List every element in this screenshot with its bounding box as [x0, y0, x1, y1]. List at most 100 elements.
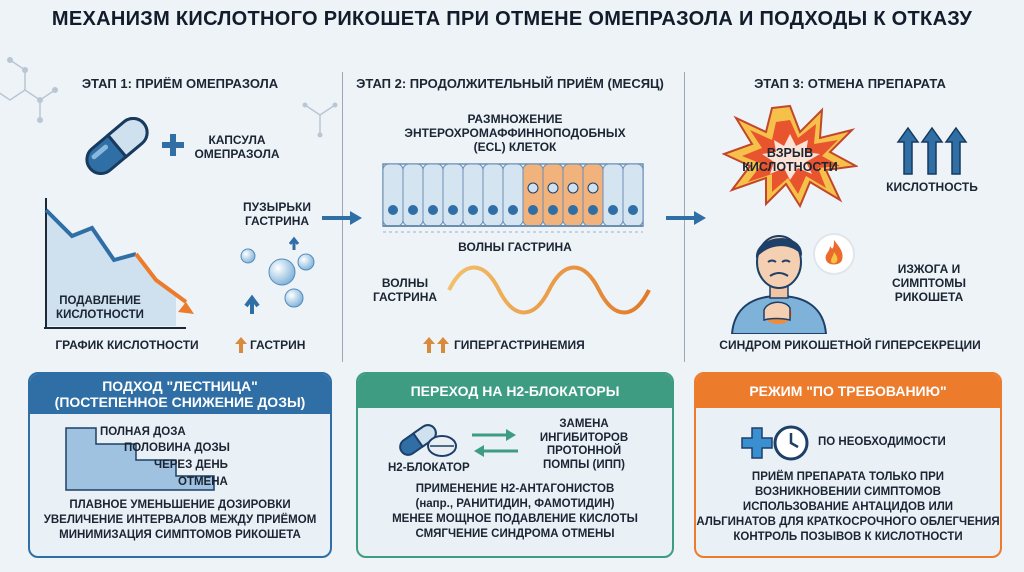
h2-blockers-card: ПЕРЕХОД НА Н2-БЛОКАТОРЫ Н2-БЛОКАТОР ЗАМЕ… [356, 372, 674, 558]
gastrin-granule [527, 182, 539, 194]
ecl-line1: РАЗМНОЖЕНИЕ [467, 112, 563, 126]
cell-nucleus [488, 205, 498, 215]
h2-card-header: ПЕРЕХОД НА Н2-БЛОКАТОРЫ [358, 374, 672, 408]
acidity-graph-label: ГРАФИК КИСЛОТНОСТИ [55, 338, 199, 352]
ladder-head-line1: ПОДХОД "ЛЕСТНИЦА" [102, 378, 258, 394]
clock-icon [773, 425, 809, 461]
suppression-line2: КИСЛОТНОСТИ [56, 309, 144, 321]
gastrin-wave-icon [447, 265, 651, 315]
cell-nucleus [628, 205, 638, 215]
hypergastrinemia-arrows-icon [423, 337, 449, 353]
ecl-cells-illustration [382, 163, 644, 233]
epithelial-cell [622, 163, 644, 227]
h2-blocker-label: Н2-БЛОКАТОР [388, 462, 470, 474]
bubbles-label-line1: ПУЗЫРЬКИ [243, 200, 311, 214]
cell-nucleus [528, 205, 538, 215]
epithelial-cell [402, 163, 424, 227]
gastrin-bubbles-icon [240, 236, 315, 314]
stage1-title: ЭТАП 1: ПРИЁМ ОМЕПРАЗОЛА [81, 76, 279, 91]
acid-burst-icon [722, 104, 858, 208]
epithelial-cell [502, 163, 524, 227]
gastrin-waves-top-label: ВОЛНЫ ГАСТРИНА [458, 240, 572, 254]
replace-line4: ПОМПЫ (ИПП) [543, 458, 625, 471]
demand-line3: ИСПОЛЬЗОВАНИЕ АНТАЦИДОВ ИЛИ [742, 501, 954, 513]
waves-left-line2: ГАСТРИНА [372, 290, 438, 304]
ecl-cell [522, 163, 544, 227]
step-half-dose: ПОЛОВИНА ДОЗЫ [124, 442, 230, 454]
staircase-icon [65, 427, 215, 491]
waves-left-line1: ВОЛНЫ [381, 276, 429, 290]
molecule-decoration-right [302, 102, 338, 138]
heartburn-label: ИЗЖОГА И СИМПТОМЫ РИКОШЕТА [874, 262, 984, 304]
ladder-head-line2: (ПОСТЕПЕННОЕ СНИЖЕНИЕ ДОЗЫ) [54, 394, 306, 410]
acidity-label: КИСЛОТНОСТЬ [886, 180, 978, 194]
ladder-line2: УВЕЛИЧЕНИЕ ИНТЕРВАЛОВ МЕЖДУ ПРИЁМОМ [43, 514, 317, 526]
h2-line3: МЕНЕЕ МОЩНОЕ ПОДАВЛЕНИЕ КИСЛОТЫ [392, 513, 638, 525]
capsule-label-line2: ОМЕПРАЗОЛА [194, 147, 280, 161]
gastrin-label: ГАСТРИН [250, 338, 306, 352]
bubbles-label-line2: ГАСТРИНА [244, 214, 310, 228]
epithelial-cell [602, 163, 624, 227]
person-heartburn-icon [730, 235, 828, 334]
gastrin-up-arrow-icon [235, 337, 247, 353]
epithelial-cell [442, 163, 464, 227]
ecl-cell [582, 163, 604, 227]
step-every-other-day: ЧЕРЕЗ ДЕНЬ [154, 459, 228, 471]
h2-line2: (напр., РАНИТИДИН, ФАМОТИДИН) [415, 498, 615, 510]
ladder-card-text: ПЛАВНОЕ УМЕНЬШЕНИЕ ДОЗИРОВКИ УВЕЛИЧЕНИЕ … [30, 498, 330, 543]
suppression-line1: ПОДАВЛЕНИЕ [59, 295, 141, 307]
cell-nucleus [548, 205, 558, 215]
ecl-line3: (ECL) КЛЕТОК [473, 140, 557, 154]
stage3-title: ЭТАП 3: ОТМЕНА ПРЕПАРАТА [754, 76, 946, 91]
replace-line3: ПРОТОННОЙ [546, 445, 622, 457]
swap-arrows-icon [472, 429, 518, 457]
molecule-decoration-left [0, 57, 58, 123]
cell-nucleus [408, 205, 418, 215]
step-full-dose: ПОЛНАЯ ДОЗА [100, 426, 186, 438]
cell-nucleus [568, 205, 578, 215]
page-title: МЕХАНИЗМ КИСЛОТНОГО РИКОШЕТА ПРИ ОТМЕНЕ … [51, 8, 973, 30]
heartburn-line2: СИМПТОМЫ [891, 276, 967, 290]
arrow-right-icon-1 [322, 211, 362, 225]
burst-line2: КИСЛОТНОСТИ [742, 160, 838, 174]
ecl-label: РАЗМНОЖЕНИЕ ЭНТЕРОХРОМАФФИННОПОДОБНЫХ (E… [360, 112, 670, 154]
h2-card-text: ПРИМЕНЕНИЕ Н2-АНТАГОНИСТОВ (напр., РАНИТ… [358, 482, 672, 542]
acidity-graph [44, 198, 194, 329]
gastrin-bubbles-label: ПУЗЫРЬКИ ГАСТРИНА [232, 200, 322, 228]
epithelial-cell [482, 163, 504, 227]
capsule-label: КАПСУЛА ОМЕПРАЗОЛА [192, 133, 282, 161]
demand-card-text: ПРИЁМ ПРЕПАРАТА ТОЛЬКО ПРИ ВОЗНИКНОВЕНИИ… [696, 470, 1000, 545]
epithelial-cell [462, 163, 484, 227]
demand-line5: КОНТРОЛЬ ПОЗЫВОВ К КИСЛОТНОСТИ [733, 531, 963, 543]
demand-line1: ПРИЁМ ПРЕПАРАТА ТОЛЬКО ПРИ [751, 471, 945, 483]
gastrin-granule [587, 182, 599, 194]
gastrin-waves-left-label: ВОЛНЫ ГАСТРИНА [370, 276, 440, 304]
ecl-line2: ЭНТЕРОХРОМАФФИННОПОДОБНЫХ [404, 126, 626, 140]
ecl-cell [542, 163, 564, 227]
stage2-title: ЭТАП 2: ПРОДОЛЖИТЕЛЬНЫЙ ПРИЁМ (МЕСЯЦ) [356, 76, 664, 91]
h2-line4: СМЯГЧЕНИЕ СИНДРОМА ОТМЕНЫ [415, 528, 615, 540]
hypergastrinemia-label: ГИПЕРГАСТРИНЕМИЯ [454, 338, 585, 352]
cell-nucleus [448, 205, 458, 215]
medical-cross-icon [741, 427, 773, 459]
cell-nucleus [428, 205, 438, 215]
gastrin-granule [567, 182, 579, 194]
demand-line4: АЛЬГИНАТОВ ДЛЯ КРАТКОСРОЧНОГО ОБЛЕГЧЕНИЯ [696, 516, 1000, 528]
h2-line1: ПРИМЕНЕНИЕ Н2-АНТАГОНИСТОВ [415, 483, 615, 495]
ladder-line1: ПЛАВНОЕ УМЕНЬШЕНИЕ ДОЗИРОВКИ [69, 499, 291, 511]
cell-nucleus [588, 205, 598, 215]
fire-icon [813, 233, 855, 275]
epithelial-cell [382, 163, 404, 227]
suppression-label: ПОДАВЛЕНИЕ КИСЛОТНОСТИ [50, 294, 150, 322]
acidity-up-arrows-icon [896, 126, 968, 175]
on-demand-card: РЕЖИМ "ПО ТРЕБОВАНИЮ" ПО НЕОБХОДИМОСТИ П… [694, 372, 1002, 558]
cell-nucleus [388, 205, 398, 215]
replace-line2: ИНГИБИТОРОВ [539, 431, 629, 444]
gastrin-granule [547, 182, 559, 194]
cell-nucleus [468, 205, 478, 215]
rebound-syndrome-label: СИНДРОМ РИКОШЕТНОЙ ГИПЕРСЕКРЕЦИИ [719, 338, 981, 352]
epithelial-cell [422, 163, 444, 227]
arrow-right-icon-2 [666, 211, 706, 225]
heartburn-line1: ИЗЖОГА И [897, 262, 961, 276]
h2-pills-icon [399, 424, 457, 457]
